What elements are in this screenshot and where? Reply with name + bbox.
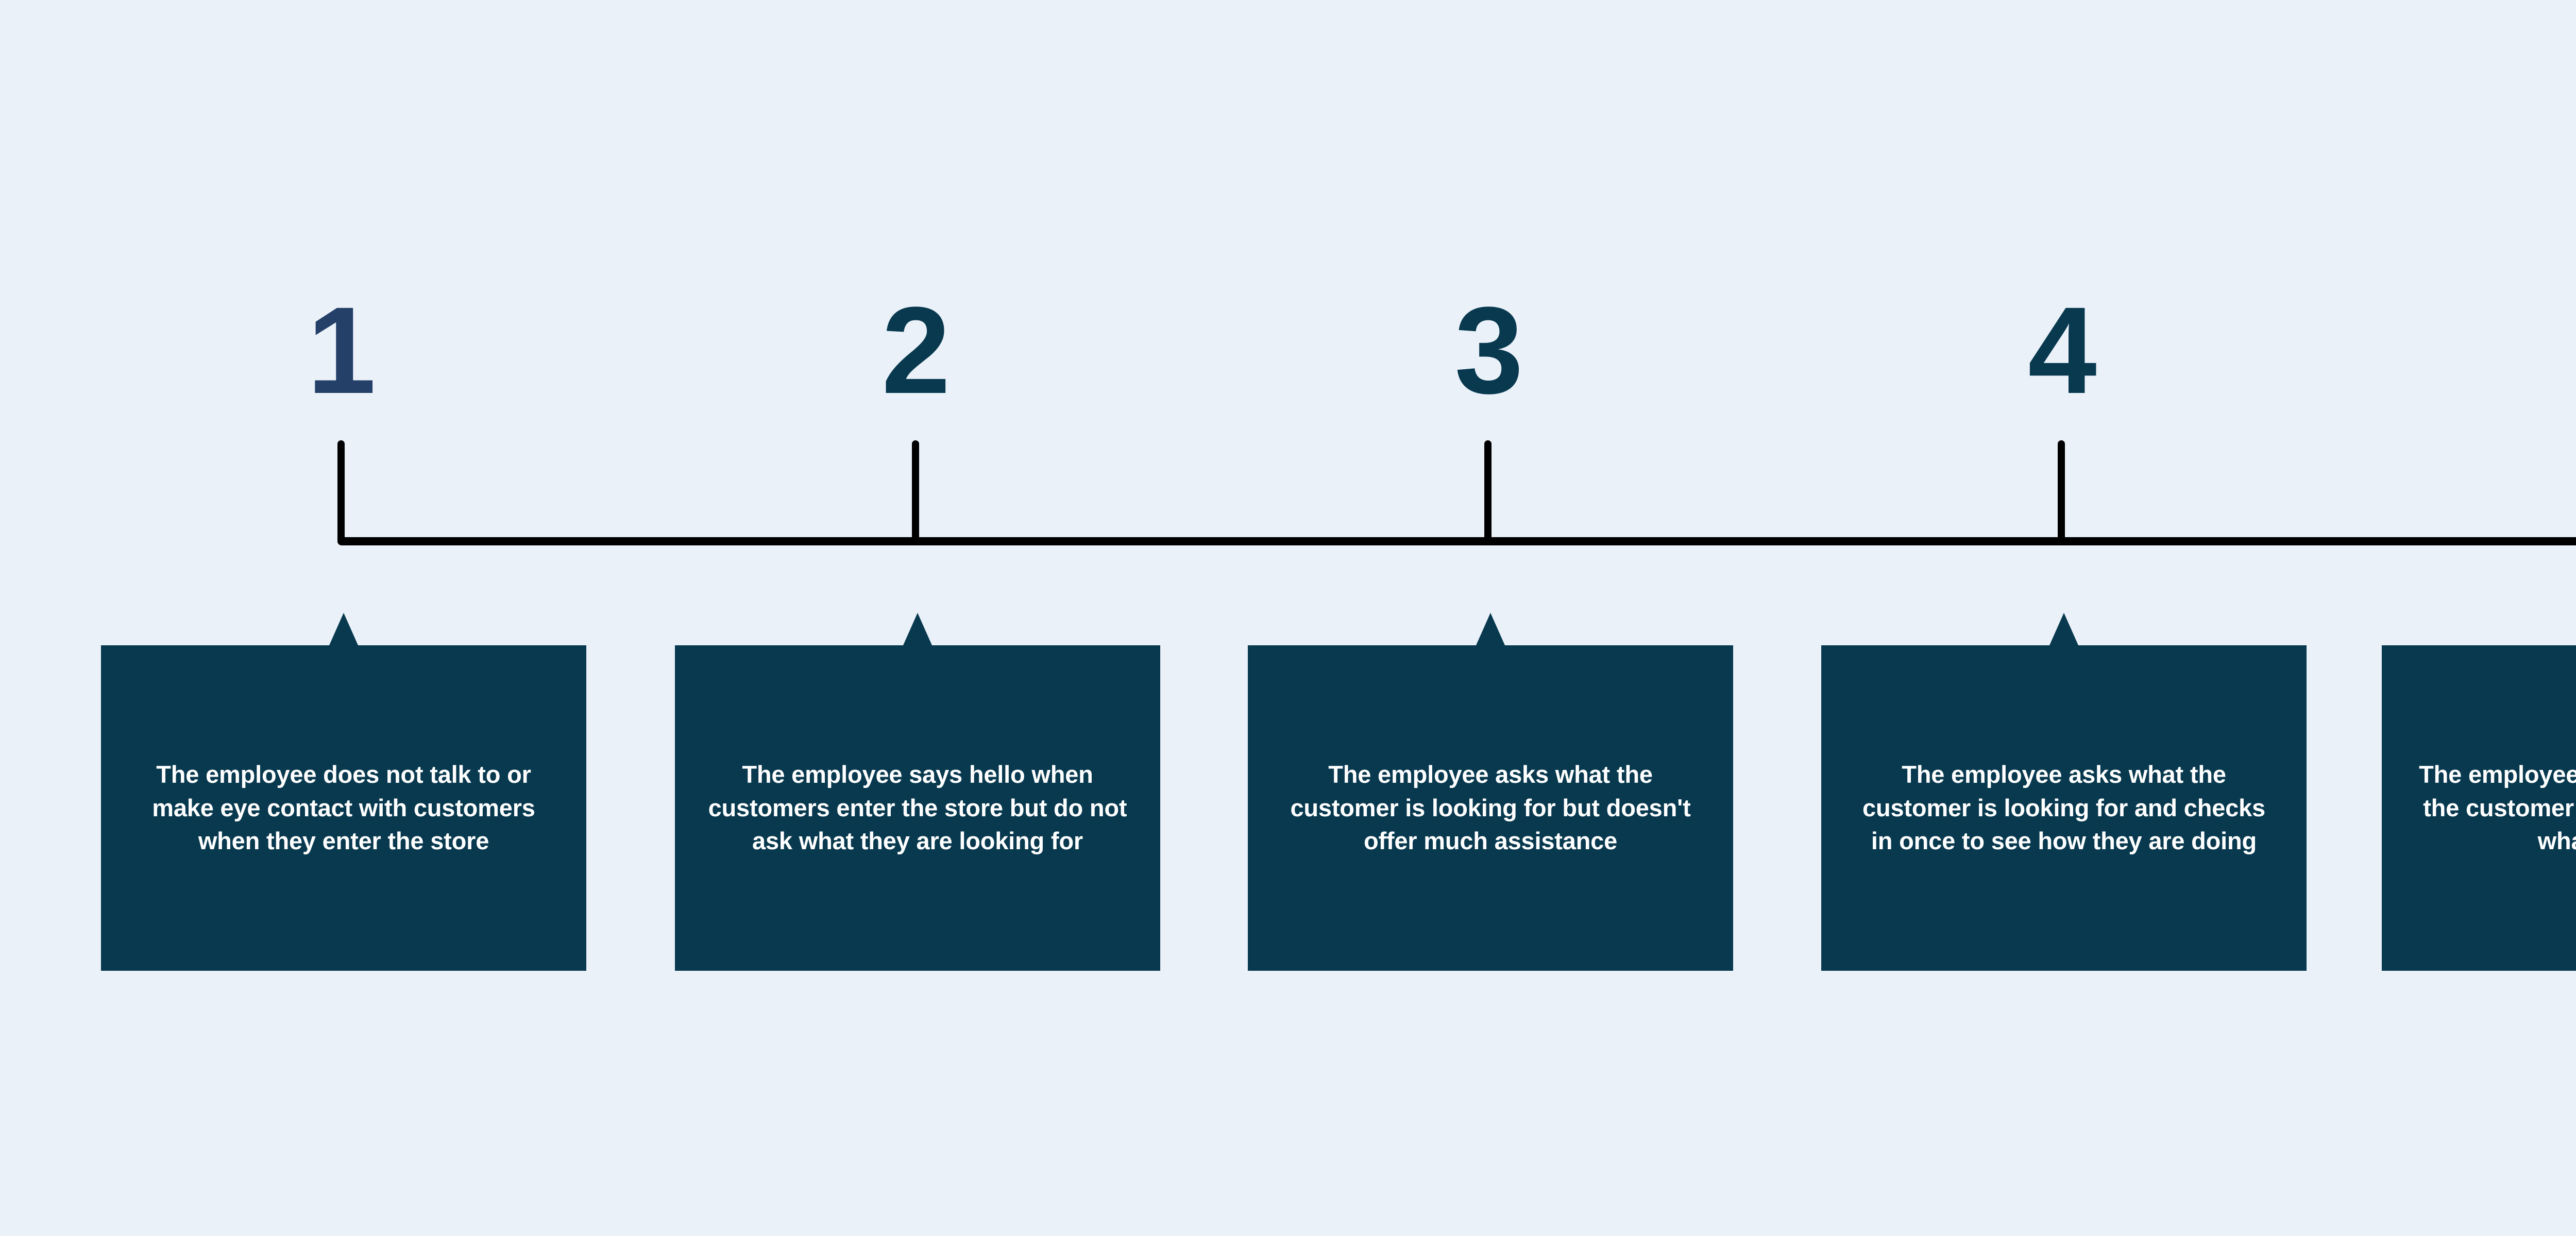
card-pointer-icon-3 (1476, 613, 1505, 645)
card-pointer-icon-1 (329, 613, 358, 645)
step-number-3: 3 (1454, 281, 1523, 419)
timeline-axis-line (337, 537, 2576, 545)
step-card-1[interactable]: The employee does not talk to or make ey… (101, 613, 586, 971)
step-number-4: 4 (2028, 281, 2096, 419)
step-card-5[interactable]: The employee cheerfully works with the c… (2382, 645, 2576, 971)
timeline-tick-1 (337, 440, 345, 543)
card-pointer-icon-4 (2049, 613, 2078, 645)
step-number-2: 2 (882, 281, 950, 419)
step-card-4[interactable]: The employee asks what the customer is l… (1821, 613, 2307, 971)
step-card-text-1: The employee does not talk to or make ey… (152, 761, 535, 855)
timeline-tick-2 (912, 440, 919, 543)
step-card-text-5: The employee cheerfully works with the c… (2419, 761, 2576, 855)
timeline-tick-3 (1484, 440, 1492, 543)
step-card-text-2: The employee says hello when customers e… (708, 761, 1127, 855)
step-number-5: 5 (2550, 288, 2576, 412)
step-card-3[interactable]: The employee asks what the customer is l… (1248, 613, 1733, 971)
card-pointer-icon-2 (903, 613, 932, 645)
step-number-1: 1 (307, 281, 376, 419)
step-card-2[interactable]: The employee says hello when customers e… (675, 613, 1160, 971)
step-card-text-4: The employee asks what the customer is l… (1862, 761, 2265, 855)
timeline-tick-4 (2058, 440, 2065, 543)
step-card-text-3: The employee asks what the customer is l… (1290, 761, 1691, 855)
